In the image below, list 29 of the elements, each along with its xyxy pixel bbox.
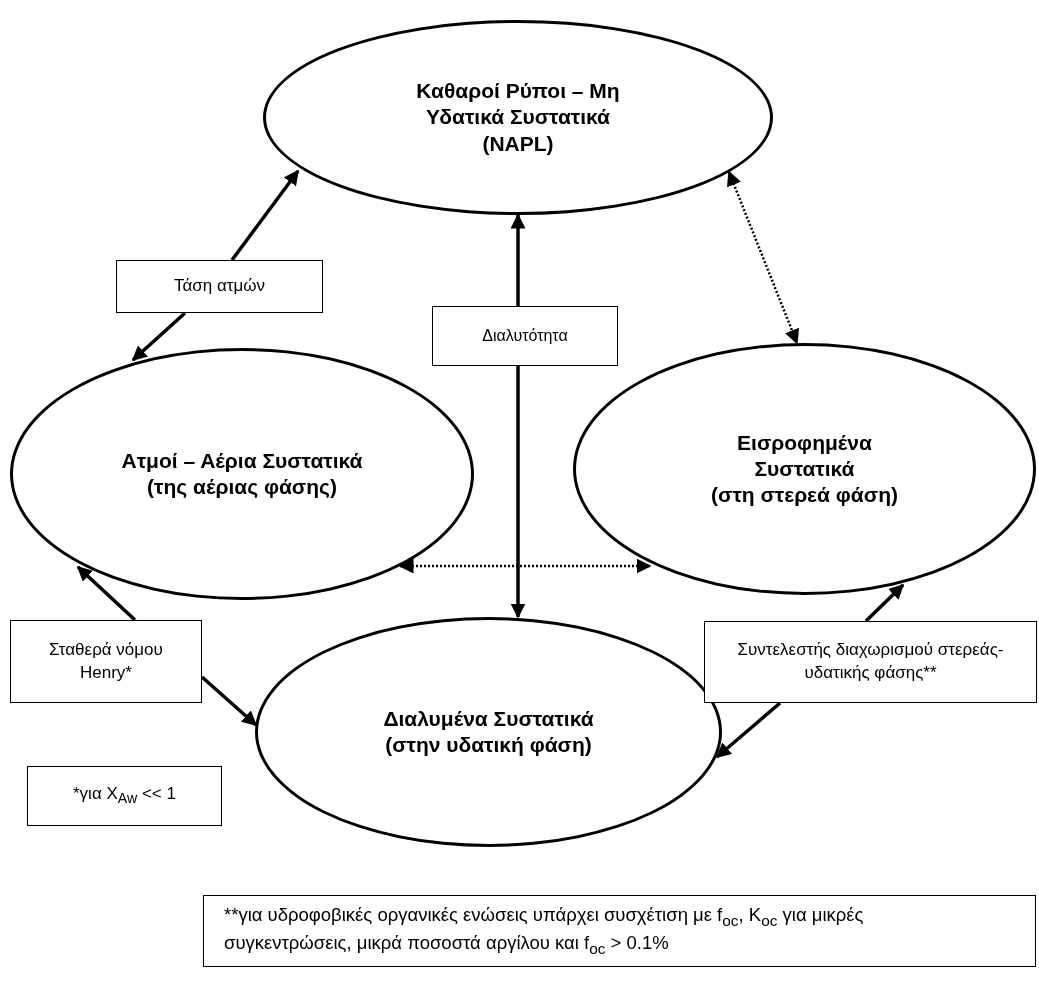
- footnote-box: [27, 766, 222, 826]
- footnote-text: **για υδροφοβικές οργανικές ενώσεις υπάρχει συσχέτιση με f$_{oc}$, K$_{oc}$ για μικρές συγκεντρώσεις, μικρά ποσοστά αργίλου και f$_{oc}$ > 0.1%: [224, 902, 865, 959]
- node-label: (στη στερεά φάση): [711, 482, 898, 509]
- node-label: (στην υδατική φάση): [385, 732, 592, 758]
- node-label: (NAPL): [482, 130, 554, 157]
- dotted-arrow: [398, 558, 652, 574]
- footnote-text: *για X$_{Aw}$ << 1: [73, 783, 176, 809]
- footnote-box: [203, 895, 1036, 967]
- node-label: Καθαροί Ρύποι – Μη Υδατικά Συστατικά: [415, 78, 621, 131]
- process-label: Συντελεστής διαχωρισμού στερεάς-υδατικής φάσης**: [736, 639, 1005, 684]
- node-label: Διαλυμένα Συστατικά: [383, 705, 594, 732]
- label-box: [432, 306, 618, 366]
- process-label: Σταθερά νόμου Henry*: [48, 638, 164, 684]
- node-label: Ατμοί – Αέρια Συστατικά: [121, 447, 363, 474]
- process-label: Διαλυτότητα: [482, 326, 568, 347]
- arrow: [510, 213, 526, 306]
- label-box: [704, 621, 1037, 703]
- process-label: Τάση ατμών: [173, 275, 266, 298]
- dotted-arrow: [727, 170, 799, 345]
- arrow: [131, 311, 187, 362]
- label-box: [10, 620, 202, 703]
- node-label: (της αέριας φάσης): [147, 474, 337, 500]
- arrow: [200, 675, 258, 727]
- arrow: [864, 583, 905, 623]
- arrow: [230, 169, 300, 262]
- arrow: [510, 366, 526, 619]
- node-label: Εισροφημένα Συστατικά: [736, 429, 873, 482]
- arrow: [76, 565, 137, 622]
- label-box: [116, 260, 323, 313]
